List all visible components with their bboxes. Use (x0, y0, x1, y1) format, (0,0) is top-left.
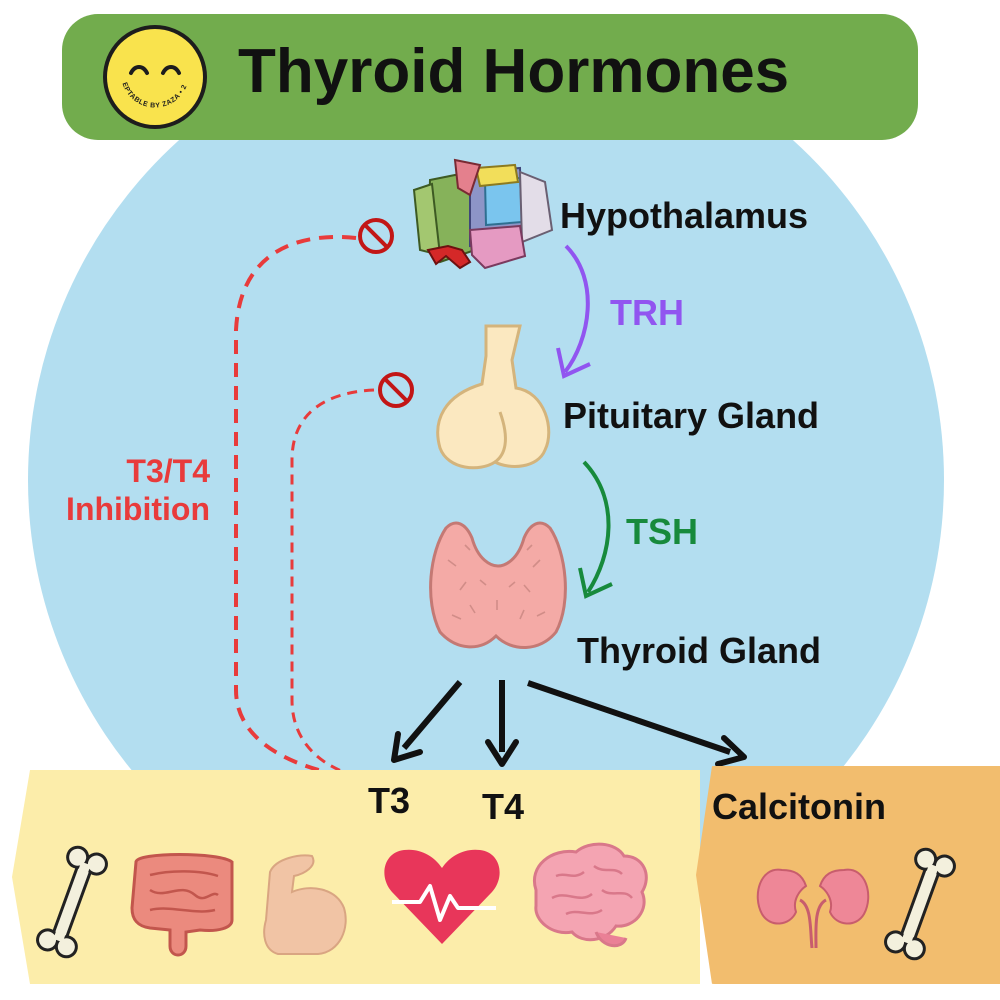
inhibition-symbol-hypothalamus (358, 218, 394, 254)
inhibition-label-line-1: T3/T4 (126, 453, 210, 489)
inner-inhibition-line (290, 388, 375, 780)
smiley-logo-icon: PREPTABLE BY ZAZA • 2020 (101, 23, 207, 129)
hypothalamus-icon (412, 158, 554, 270)
page-title: Thyroid Hormones (238, 37, 790, 106)
tsh-arrowhead (578, 567, 613, 599)
trh-label: TRH (610, 292, 684, 333)
target-organs-box (12, 770, 700, 984)
trh-arrowhead (556, 347, 591, 379)
t4-label: T4 (482, 786, 525, 827)
t3-label: T3 (368, 780, 411, 821)
background-circle (28, 22, 944, 938)
thyroid-label: Thyroid Gland (577, 630, 822, 671)
thyroid-icon (429, 521, 567, 649)
hypothalamus-label: Hypothalamus (560, 195, 809, 236)
inhibition-symbol-pituitary (378, 372, 414, 408)
tsh-arrow (582, 460, 611, 594)
outer-inhibition-line (234, 234, 371, 782)
inhibition-label: T3/T4 Inhibition (40, 452, 210, 528)
trh-arrow (563, 244, 590, 374)
thyroid-output-arrows (391, 680, 747, 767)
calcitonin-label: Calcitonin (712, 786, 887, 827)
inhibition-label-line-2: Inhibition (66, 491, 210, 527)
pituitary-icon (436, 324, 551, 470)
tsh-label: TSH (626, 511, 698, 552)
pituitary-label: Pituitary Gland (563, 395, 820, 436)
